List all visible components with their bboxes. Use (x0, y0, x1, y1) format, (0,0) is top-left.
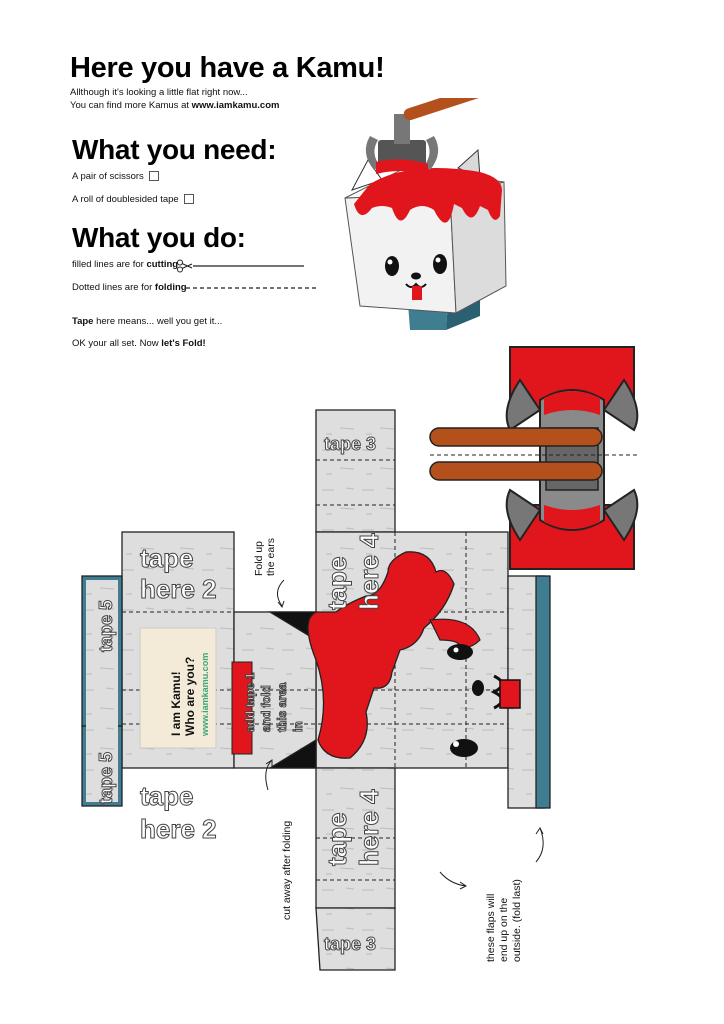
axe-part (429, 346, 640, 570)
tape4-bottom-a: tape (322, 813, 352, 866)
id-card (139, 627, 217, 749)
tape4-top-b: here 4 (354, 533, 384, 610)
final-instruction: OK your all set. Now let's Fold! (72, 338, 206, 349)
website-link[interactable]: www.iamkamu.com (191, 100, 280, 111)
curved-arrow-icon (265, 579, 544, 890)
tape-word: Tape (72, 316, 94, 327)
tape4-bottom-b: here 4 (354, 789, 384, 866)
face-drip (231, 551, 521, 759)
ears-note-b: the ears (265, 538, 277, 576)
tape1-line-d: in (291, 721, 305, 732)
cut-word: cutting (146, 259, 179, 270)
tape-instruction: Tape here means... well you get it... (72, 316, 222, 327)
fold-instruction: Dotted lines are for folding (72, 282, 187, 293)
tape4-top-a: tape (322, 557, 352, 610)
tape3-bottom-label: tape 3 (324, 934, 376, 954)
cut-line-sample (177, 259, 304, 273)
fold-line-sample (186, 287, 319, 289)
kamu-preview-figure (344, 98, 507, 330)
ears-note-a: Fold up (253, 541, 265, 576)
do-heading: What you do: (72, 222, 246, 253)
tape1-line-b: and fold (259, 685, 273, 732)
tape2-bottom-b: here 2 (140, 814, 217, 844)
fold-word: folding (154, 282, 187, 293)
cutaway-note: cut away after folding (281, 821, 293, 920)
tape1-line-c: this area (275, 682, 289, 732)
website-line: You can find more Kamus at www.iamkamu.c… (70, 99, 279, 113)
cut-prefix: filled lines are for (72, 259, 147, 270)
need-heading: What you need: (72, 134, 277, 165)
checkbox-icon[interactable] (148, 171, 159, 182)
tape1-line-a: add tape 1 (243, 672, 257, 732)
fold-prefix: Dotted lines are for (72, 282, 155, 293)
final-word: let's Fold! (161, 338, 206, 349)
website-prefix: You can find more Kamus at (70, 100, 192, 111)
tape2-top-a: tape (140, 543, 193, 573)
card-line2: Who are you? (183, 657, 197, 736)
axe-icon (365, 98, 500, 174)
cut-instruction: filled lines are for cutting (72, 259, 178, 270)
need-item-label: A roll of doublesided tape (72, 194, 179, 205)
tape2-top-b: here 2 (140, 574, 217, 604)
checkbox-icon[interactable] (183, 194, 194, 205)
tape-rest: here means... well you get it... (93, 316, 223, 327)
tape3-top-label: tape 3 (324, 434, 376, 454)
intro-line: Allthough it's looking a little flat rig… (70, 87, 248, 98)
final-prefix: OK your all set. Now (72, 338, 162, 349)
flaps-note-c: outside. (fold last) (511, 879, 523, 962)
scissors-icon (177, 259, 193, 273)
tape-labels: tape 3 tape 3 tape here 2 tape here 2 ta… (96, 434, 385, 955)
tape2-bottom-a: tape (140, 781, 193, 811)
need-item-label: A pair of scissors (72, 171, 144, 182)
flaps-note-b: end up on the (498, 898, 510, 962)
notes: Fold up the ears cut away after folding … (253, 538, 523, 962)
tape5-bottom-label: tape 5 (96, 752, 116, 804)
id-card-text: I am Kamu! Who are you? www.iamkamu.com (169, 653, 210, 737)
card-url: www.iamkamu.com (200, 653, 210, 737)
card-line1: I am Kamu! (169, 671, 183, 736)
tape5-top-label: tape 5 (96, 600, 116, 652)
need-item-tape: A roll of doublesided tape (72, 194, 194, 205)
flaps-note-a: these flaps will (485, 894, 497, 962)
page-title: Here you have a Kamu! (70, 52, 385, 84)
need-item-scissors: A pair of scissors (72, 171, 159, 182)
